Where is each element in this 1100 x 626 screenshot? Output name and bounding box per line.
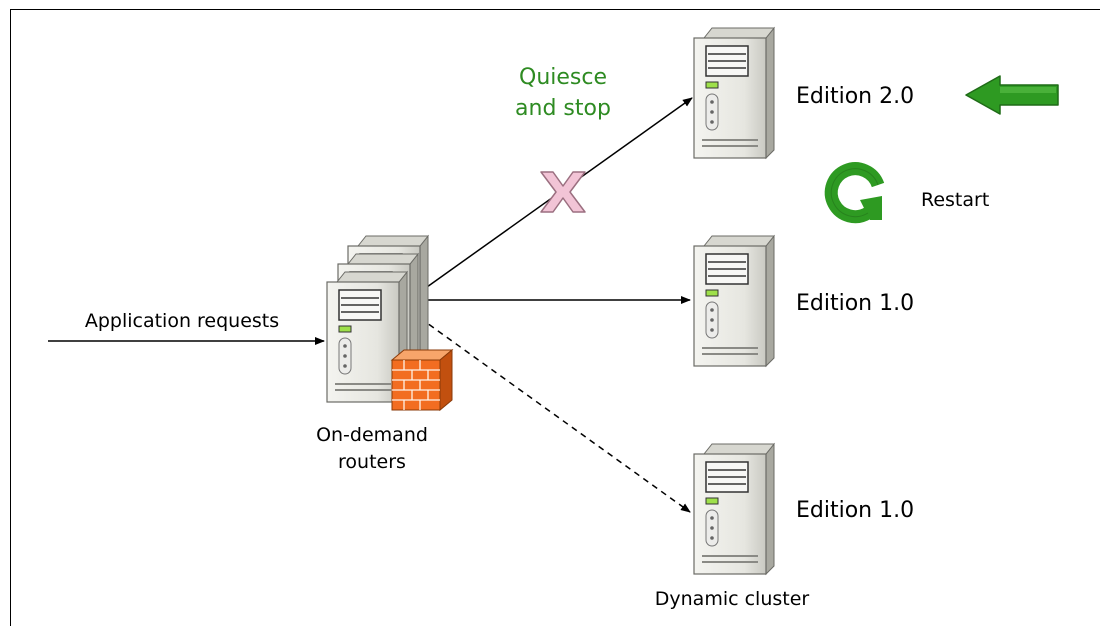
routers-label-line1: On-demand	[316, 424, 428, 446]
firewall-icon	[390, 348, 454, 412]
restart-icon	[824, 162, 885, 224]
restart-label: Restart	[921, 189, 989, 211]
edition-label-bottom: Edition 1.0	[796, 498, 914, 523]
green-arrow-icon	[965, 75, 1059, 115]
edition-label-top: Edition 2.0	[796, 84, 914, 109]
quiesce-label-line1: Quiesce	[519, 65, 607, 90]
route-line-bottom	[419, 317, 691, 513]
diagram-frame	[10, 9, 1100, 626]
edition-label-middle: Edition 1.0	[796, 291, 914, 316]
application-requests-label: Application requests	[85, 310, 279, 332]
dynamic-cluster-label: Dynamic cluster	[655, 588, 810, 610]
server-edition-1-0-a	[693, 235, 775, 367]
routers-label-line2: routers	[338, 451, 406, 473]
server-edition-1-0-b	[693, 443, 775, 575]
quiesce-label-line2: and stop	[515, 96, 611, 121]
x-mark-icon	[540, 171, 586, 213]
server-edition-2-0	[693, 27, 775, 159]
